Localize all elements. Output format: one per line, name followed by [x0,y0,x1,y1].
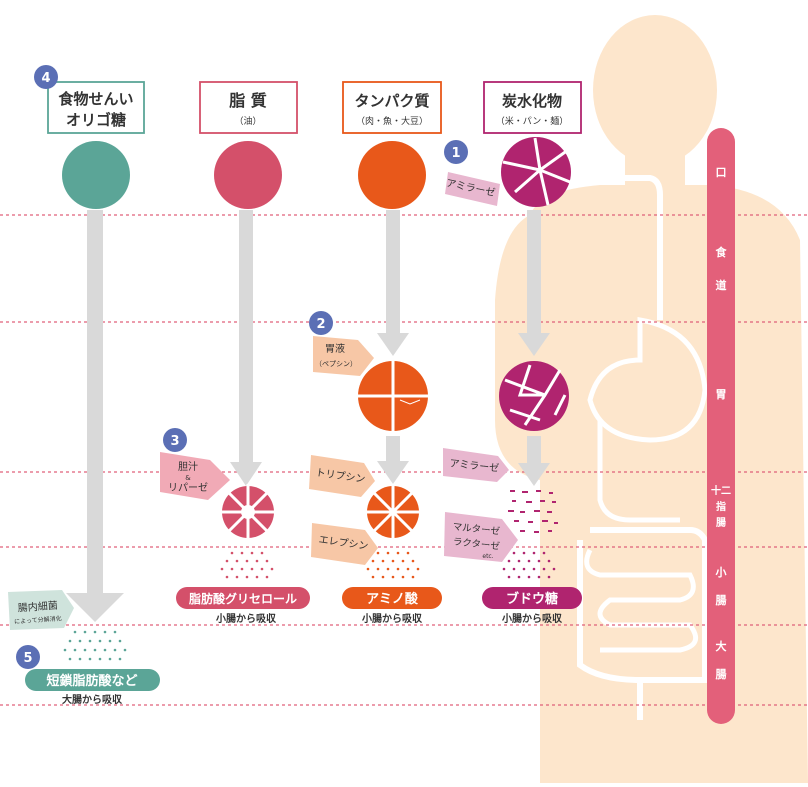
svg-text:脂肪酸グリセロール: 脂肪酸グリセロール [188,591,297,606]
svg-text:アミラーゼ: アミラーゼ [449,457,500,474]
organ-stomach: 胃 [716,388,727,401]
svg-text:小腸から吸収: 小腸から吸収 [501,612,563,625]
badge-5: 5 [16,645,40,669]
carb-circle-cracked [501,137,571,207]
svg-text:大腸から吸収: 大腸から吸収 [62,693,123,706]
fat-circle [214,141,282,209]
svg-text:3: 3 [170,434,179,449]
product-glucose: ブドウ糖 小腸から吸収 [482,587,582,625]
nutrient-carb-box: 炭水化物 （米・パン・麺） [483,81,582,134]
product-scfa: 短鎖脂肪酸など 大腸から吸収 [25,669,160,706]
nutrient-protein-box: タンパク質 （肉・魚・大豆） [342,81,442,134]
svg-text:etc.: etc. [482,553,493,560]
flow-arrows [66,210,550,622]
protein-particles [366,551,420,579]
enzyme-gut-bacteria: 腸内細菌 によって分解消化 [8,590,74,630]
svg-text:&: & [185,474,191,482]
svg-text:アミノ酸: アミノ酸 [366,591,419,607]
organ-large-intestine-1: 大 [716,639,727,653]
badge-3: 3 [163,428,187,452]
protein-circle [358,141,426,209]
fiber-particles [63,630,127,661]
nutrient-fiber-title: 食物せんい [58,90,133,108]
organ-small-intestine-2: 腸 [716,594,727,607]
fat-split-circle [220,484,276,540]
nutrient-carb-sub: （米・パン・麺） [496,115,568,127]
protein-stomach-circle [358,361,428,431]
enzyme-gastric-juice: 胃液 （ペプシン） [313,336,374,376]
carb-fragments [508,490,558,533]
enzyme-amylase-2: アミラーゼ [443,448,509,482]
enzyme-bile-lipase: 胆汁 & リパーゼ [160,452,230,500]
nutrient-protein-title: タンパク質 [354,92,429,110]
svg-text:5: 5 [23,651,32,666]
svg-text:ブドウ糖: ブドウ糖 [506,591,558,607]
organ-divider-lines [0,214,808,706]
nutrient-fiber-box: 食物せんい オリゴ糖 [47,81,145,134]
svg-text:腸内細菌: 腸内細菌 [17,599,58,615]
nutrient-fat-box: 脂 質 （油） [199,81,298,134]
enzyme-erepsin: エレプシン [311,523,378,565]
product-fatty-acid: 脂肪酸グリセロール 小腸から吸収 [176,587,310,625]
svg-text:（ペプシン）: （ペプシン） [315,360,357,368]
organ-esophagus-2: 道 [716,278,727,292]
organ-duodenum-3: 腸 [716,516,726,529]
nutrient-fat-sub: （油） [234,115,261,127]
svg-text:短鎖脂肪酸など: 短鎖脂肪酸など [46,673,137,689]
nutrient-carb-title: 炭水化物 [502,92,562,110]
fiber-circle [62,141,130,209]
organ-esophagus-1: 食 [716,245,728,259]
organ-bar: 口 食 道 胃 十二 指 腸 小 腸 大 腸 [707,128,735,724]
badge-2: 2 [309,311,333,335]
fat-particles [220,551,274,579]
organ-small-intestine-1: 小 [715,565,727,579]
protein-split-circle [365,484,421,540]
svg-text:4: 4 [41,71,50,86]
nutrient-protein-sub: （肉・魚・大豆） [356,115,428,127]
svg-text:2: 2 [316,317,325,332]
svg-text:リパーゼ: リパーゼ [168,482,208,494]
carb-particles [502,551,556,579]
svg-text:胃液: 胃液 [325,342,345,355]
organ-duodenum-2: 指 [716,500,726,513]
svg-text:1: 1 [451,146,460,161]
organ-mouth: 口 [716,166,727,179]
organ-large-intestine-2: 腸 [716,668,727,681]
svg-text:胆汁: 胆汁 [178,460,198,473]
badge-4: 4 [34,65,58,89]
badge-1: 1 [444,140,468,164]
svg-text:によって分解消化: によって分解消化 [14,614,62,625]
nutrient-fiber-title2: オリゴ糖 [66,111,126,129]
nutrient-fat-title: 脂 質 [229,91,267,110]
enzyme-trypsin: トリプシン [309,455,375,497]
product-amino-acid: アミノ酸 小腸から吸収 [342,587,442,625]
organ-duodenum-1: 十二 [711,484,731,497]
svg-text:ラクターゼ: ラクターゼ [452,536,501,553]
enzyme-maltase-lactase: マルターゼ ラクターゼ etc. [444,512,518,562]
carb-stomach-circle [499,361,569,431]
svg-text:マルターゼ: マルターゼ [452,521,501,538]
svg-text:小腸から吸収: 小腸から吸収 [361,612,423,625]
svg-text:小腸から吸収: 小腸から吸収 [215,612,277,625]
enzyme-amylase-1: アミラーゼ [445,172,500,206]
